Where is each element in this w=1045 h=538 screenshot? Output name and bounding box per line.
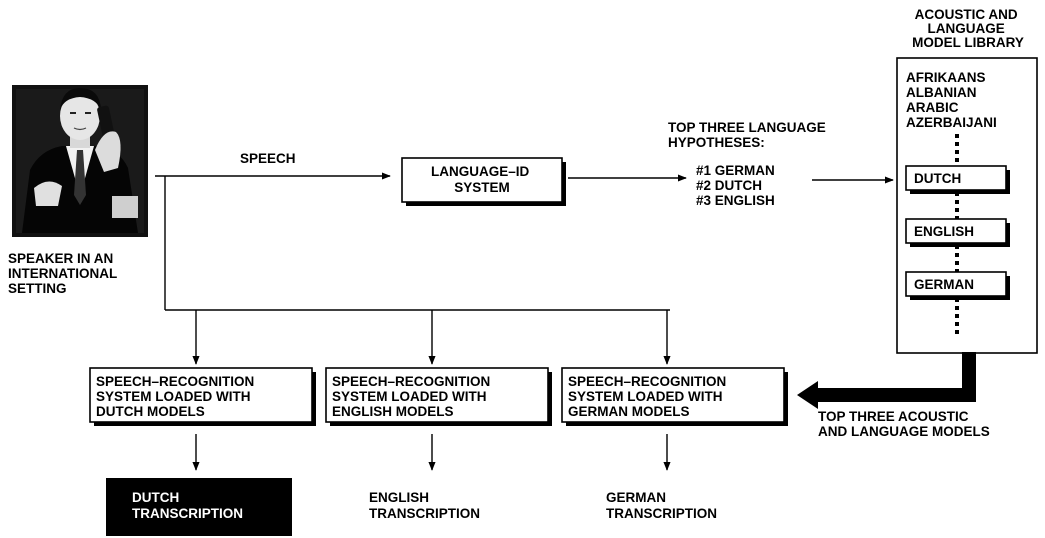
speaker-label-line: SETTING [8, 281, 67, 296]
language-id-line: SYSTEM [454, 180, 510, 195]
top-models-label: TOP THREE ACOUSTIC AND LANGUAGE MODELS [818, 409, 990, 439]
library-language: ALBANIAN [906, 85, 977, 100]
top-models-label-line: TOP THREE ACOUSTIC [818, 409, 969, 424]
library-language: AFRIKAANS [906, 70, 986, 85]
language-id-line: LANGUAGE–ID [431, 164, 530, 179]
hypothesis-item: #1 GERMAN [696, 163, 775, 178]
library-title-line: MODEL LIBRARY [912, 35, 1024, 50]
recognizer-line: SPEECH–RECOGNITION [96, 374, 254, 389]
model-library-panel: AFRIKAANS ALBANIAN ARABIC AZERBAIJANI DU… [896, 57, 1038, 354]
recognizer-english: SPEECH–RECOGNITION SYSTEM LOADED WITH EN… [325, 367, 552, 426]
library-language: ARABIC [906, 100, 959, 115]
hypotheses-title-line: HYPOTHESES: [668, 135, 765, 150]
recognizer-line: ENGLISH MODELS [332, 404, 454, 419]
language-id-box: LANGUAGE–ID SYSTEM [401, 157, 566, 206]
svg-text:SPEECH–RECOGNITION SYSTE: SPEECH–RECOGNITION SYSTEM LOADED WITH GE… [568, 374, 730, 419]
recognizer-line: SYSTEM LOADED WITH [332, 389, 487, 404]
recognizer-german: SPEECH–RECOGNITION SYSTEM LOADED WITH GE… [561, 367, 788, 426]
transcription-line: TRANSCRIPTION [132, 506, 243, 521]
library-model-label: GERMAN [914, 277, 974, 292]
transcription-line: TRANSCRIPTION [369, 506, 480, 521]
transcription-line: TRANSCRIPTION [606, 506, 717, 521]
svg-text:SPEECH–RECOGNITION SYSTE: SPEECH–RECOGNITION SYSTEM LOADED WITH DU… [96, 374, 258, 419]
library-title-line: LANGUAGE [927, 21, 1004, 36]
recognizer-line: SYSTEM LOADED WITH [96, 389, 251, 404]
transcription-line: ENGLISH [369, 490, 429, 505]
hypothesis-item: #2 DUTCH [696, 178, 762, 193]
recognizer-line: SYSTEM LOADED WITH [568, 389, 723, 404]
speaker-label-line: SPEAKER IN AN [8, 251, 113, 266]
library-title-line: ACOUSTIC AND [915, 7, 1018, 22]
transcription-line: GERMAN [606, 490, 666, 505]
library-model-english: ENGLISH [905, 218, 1010, 247]
hypothesis-item: #3 ENGLISH [696, 193, 775, 208]
library-language-list: AFRIKAANS ALBANIAN ARABIC AZERBAIJANI [906, 70, 997, 130]
transcription-highlight [106, 478, 292, 536]
library-model-german: GERMAN [905, 271, 1010, 300]
models-load-arrow [797, 352, 976, 409]
recognizer-line: SPEECH–RECOGNITION [332, 374, 490, 389]
speaker-label-line: INTERNATIONAL [8, 266, 117, 281]
speaker-label: SPEAKER IN AN INTERNATIONAL SETTING [8, 251, 121, 296]
library-model-dutch: DUTCH [905, 165, 1010, 194]
hypotheses-title: TOP THREE LANGUAGE HYPOTHESES: [668, 120, 830, 150]
speaker-photo [12, 85, 148, 237]
svg-text:DUTCH TRANSCRIPTION: DUTCH TRANSCRIPTION [132, 490, 243, 521]
top-models-label-line: AND LANGUAGE MODELS [818, 424, 990, 439]
recognizer-dutch: SPEECH–RECOGNITION SYSTEM LOADED WITH DU… [89, 367, 316, 426]
library-title: ACOUSTIC AND LANGUAGE MODEL LIBRARY [912, 7, 1024, 50]
library-model-label: ENGLISH [914, 224, 974, 239]
svg-text:SPEECH–RECOGNITION SYSTE: SPEECH–RECOGNITION SYSTEM LOADED WITH EN… [332, 374, 494, 419]
svg-text:LANGUAGE–ID SYSTEM: LANGUAGE–ID SYSTEM [431, 164, 533, 195]
transcription-dutch: DUTCH TRANSCRIPTION [106, 478, 292, 536]
library-language: AZERBAIJANI [906, 115, 997, 130]
transcription-line: DUTCH [132, 490, 179, 505]
recognizer-line: GERMAN MODELS [568, 404, 690, 419]
recognizer-line: SPEECH–RECOGNITION [568, 374, 726, 389]
recognizer-line: DUTCH MODELS [96, 404, 205, 419]
hypotheses-title-line: TOP THREE LANGUAGE [668, 120, 826, 135]
transcription-english: ENGLISH TRANSCRIPTION [369, 490, 480, 521]
speech-label: SPEECH [240, 151, 296, 166]
library-model-label: DUTCH [914, 171, 961, 186]
transcription-german: GERMAN TRANSCRIPTION [606, 490, 717, 521]
hypotheses-list: #1 GERMAN #2 DUTCH #3 ENGLISH [696, 163, 779, 208]
